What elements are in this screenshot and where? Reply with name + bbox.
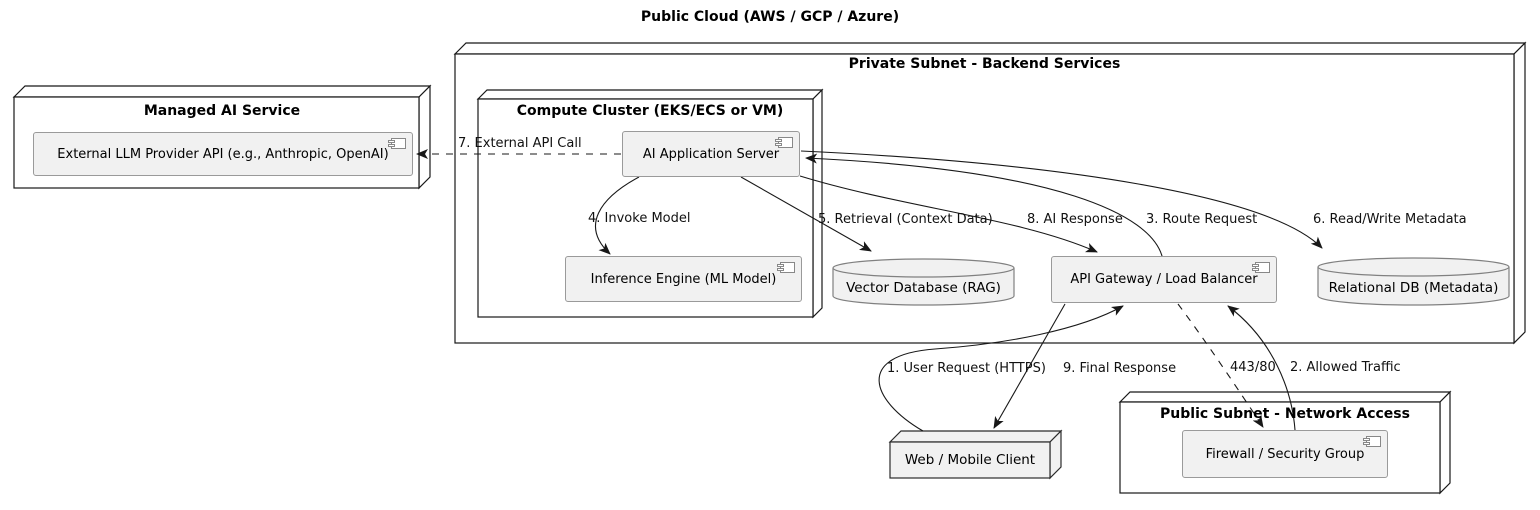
diagram-title: Public Cloud (AWS / GCP / Azure) bbox=[640, 9, 900, 25]
edge-final-response bbox=[993, 303, 1066, 429]
edge-label-route-request: 3. Route Request bbox=[1146, 212, 1258, 227]
component-icon bbox=[775, 137, 793, 148]
edge-read-write-metadata bbox=[800, 150, 1323, 249]
edge-label-port: 443/80 bbox=[1230, 360, 1276, 375]
managed-ai-service-title: Managed AI Service bbox=[143, 103, 301, 119]
edge-retrieval bbox=[740, 176, 872, 252]
firewall-component: Firewall / Security Group bbox=[1182, 430, 1388, 478]
edge-user-request bbox=[878, 305, 1124, 432]
ai-application-server-label: AI Application Server bbox=[642, 146, 780, 162]
edge-label-ai-response: 8. AI Response bbox=[1027, 212, 1123, 227]
component-icon bbox=[1363, 436, 1381, 447]
inference-engine-label: Inference Engine (ML Model) bbox=[590, 271, 777, 287]
edge-label-read-write-metadata: 6. Read/Write Metadata bbox=[1313, 212, 1467, 227]
firewall-label: Firewall / Security Group bbox=[1205, 446, 1365, 462]
private-subnet-title: Private Subnet - Backend Services bbox=[848, 56, 1121, 72]
vector-db-cylinder bbox=[832, 258, 1015, 306]
edge-label-user-request: 1. User Request (HTTPS) bbox=[887, 361, 1046, 376]
ai-application-server-component: AI Application Server bbox=[622, 131, 800, 177]
edge-invoke-model bbox=[595, 176, 640, 255]
component-icon bbox=[1252, 262, 1270, 273]
llm-provider-api-component: External LLM Provider API (e.g., Anthrop… bbox=[33, 132, 413, 176]
edge-label-retrieval: 5. Retrieval (Context Data) bbox=[818, 212, 993, 227]
api-gateway-label: API Gateway / Load Balancer bbox=[1070, 272, 1258, 287]
edge-route-request bbox=[805, 153, 1163, 257]
relational-db-label: Relational DB (Metadata) bbox=[1328, 280, 1499, 296]
llm-provider-api-label: External LLM Provider API (e.g., Anthrop… bbox=[57, 146, 389, 162]
web-client-box bbox=[888, 429, 1063, 480]
inference-engine-component: Inference Engine (ML Model) bbox=[565, 256, 802, 302]
edge-label-final-response: 9. Final Response bbox=[1063, 361, 1177, 376]
compute-cluster-title: Compute Cluster (EKS/ECS or VM) bbox=[516, 103, 784, 119]
edge-label-invoke-model: 4. Invoke Model bbox=[588, 211, 691, 226]
relational-db-cylinder bbox=[1317, 257, 1510, 306]
api-gateway-component: API Gateway / Load Balancer bbox=[1051, 256, 1277, 303]
edge-ai-response bbox=[799, 175, 1098, 253]
edge-label-external-api-call: 7. External API Call bbox=[458, 136, 582, 151]
component-icon bbox=[777, 262, 795, 273]
edge-label-allowed-traffic: 2. Allowed Traffic bbox=[1290, 360, 1401, 375]
public-subnet-title: Public Subnet - Network Access bbox=[1160, 406, 1410, 422]
vector-db-label: Vector Database (RAG) bbox=[846, 280, 1001, 296]
edge-allowed-traffic bbox=[1227, 305, 1296, 431]
web-client-label: Web / Mobile Client bbox=[904, 452, 1036, 468]
component-icon bbox=[388, 138, 406, 149]
edge-port-443-80 bbox=[1177, 303, 1264, 428]
